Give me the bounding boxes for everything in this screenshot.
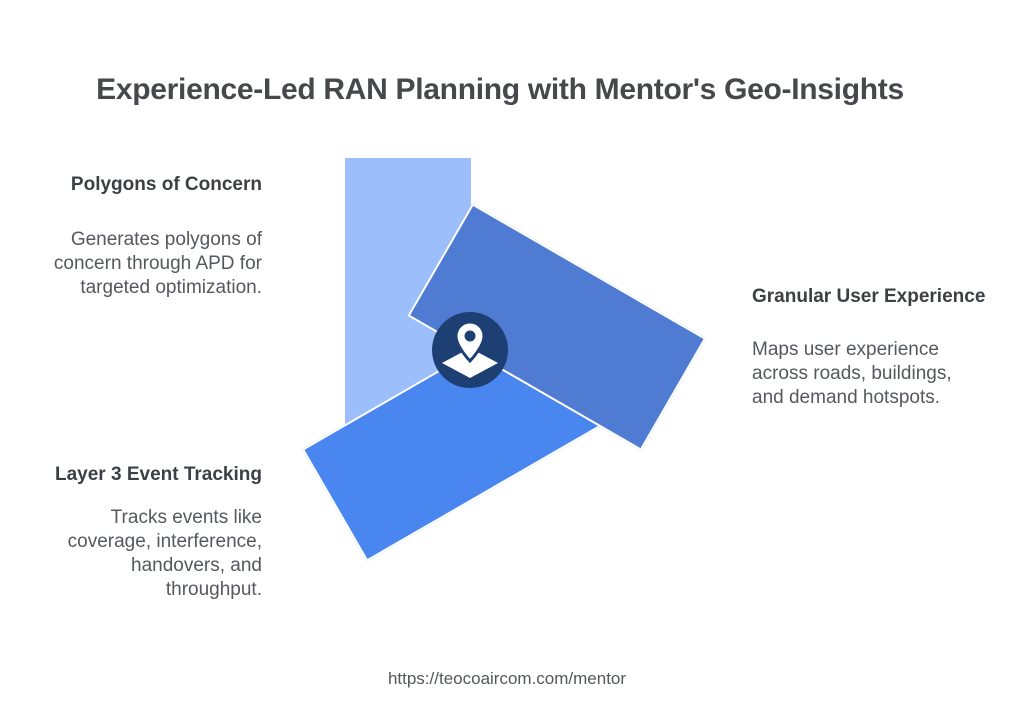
footer-url: https://teocoaircom.com/mentor xyxy=(387,669,627,688)
page-title: Experience-Led RAN Planning with Mentor'… xyxy=(96,73,904,107)
map-location-pin-icon xyxy=(432,312,508,388)
feature-block-layer-3-event-tracking: Layer 3 Event Tracking Tracks events lik… xyxy=(30,464,262,602)
feature-block-polygons-of-concern: Polygons of Concern Generates polygons o… xyxy=(30,174,262,300)
feature-block-granular-user-experience: Granular User Experience Maps user exper… xyxy=(752,286,992,410)
feature-heading: Layer 3 Event Tracking xyxy=(55,464,262,485)
feature-heading: Granular User Experience xyxy=(752,286,986,307)
feature-description: Tracks events like coverage, interferenc… xyxy=(67,507,262,600)
feature-heading: Polygons of Concern xyxy=(70,174,262,195)
feature-description: Generates polygons of concern through AP… xyxy=(53,229,262,298)
feature-description: Maps user experience across roads, build… xyxy=(752,339,952,408)
